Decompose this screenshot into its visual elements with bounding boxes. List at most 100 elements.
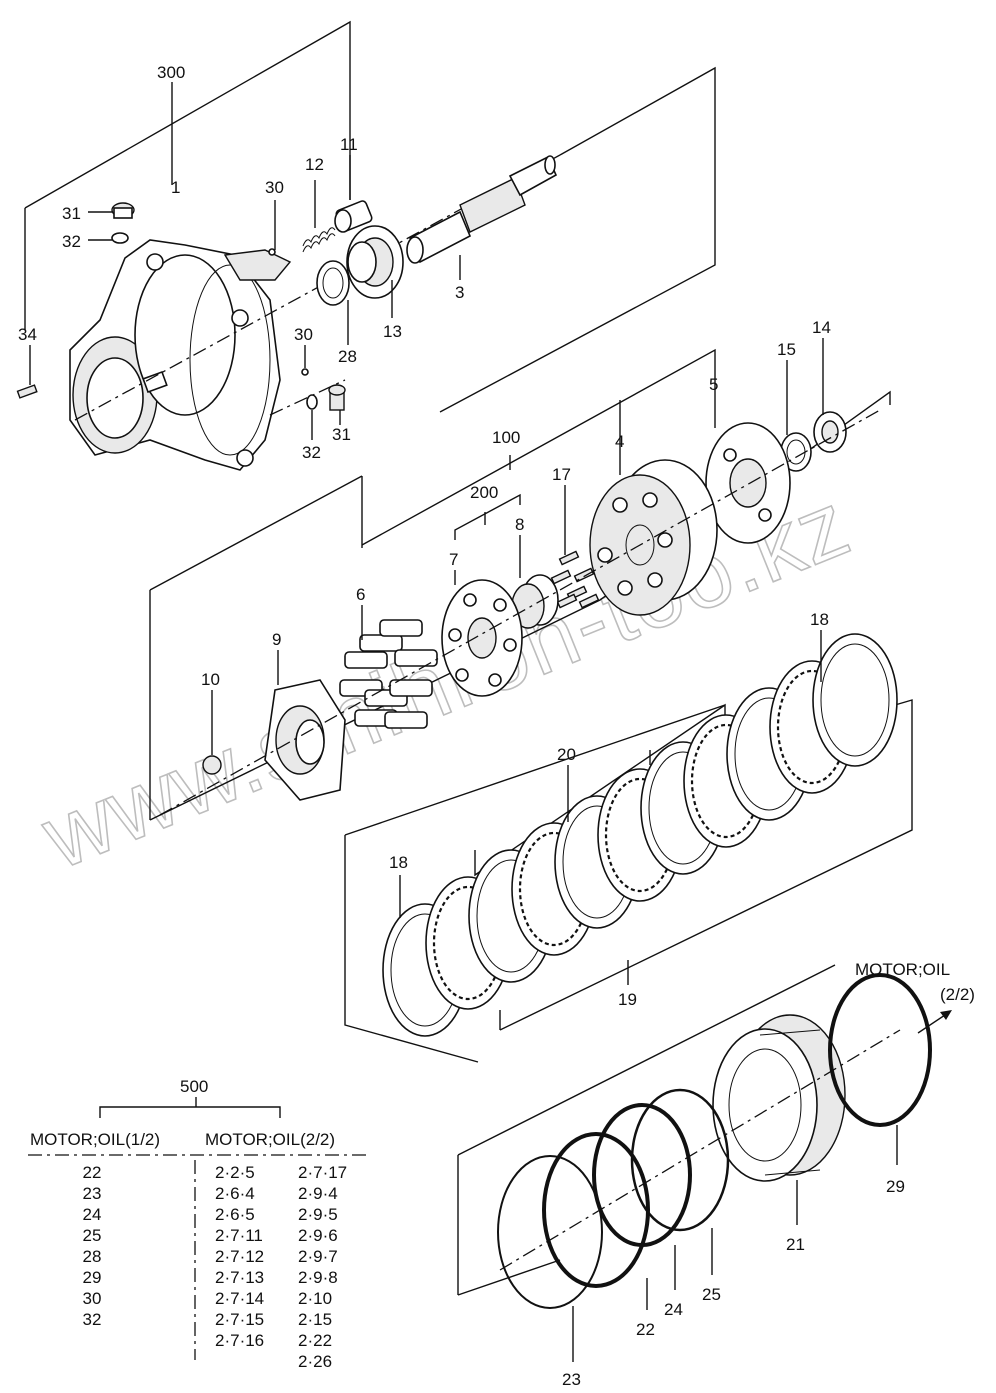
kit-table-cell: 25 xyxy=(83,1226,102,1245)
callout-31a: 31 xyxy=(62,204,81,223)
callout-24: 24 xyxy=(664,1300,683,1319)
kit-table-cell: 2·2·5 xyxy=(215,1163,255,1182)
pistons-6 xyxy=(339,619,438,729)
kit-table-cell: 22 xyxy=(83,1163,102,1182)
kit-table-cell: 2·7·17 xyxy=(298,1163,347,1182)
callout-9: 9 xyxy=(272,630,281,649)
callout-14: 14 xyxy=(812,318,831,337)
kit-table-cell: 2·7·16 xyxy=(215,1331,264,1350)
callout-motor-oil-page: (2/2) xyxy=(940,985,975,1004)
callout-25: 25 xyxy=(702,1285,721,1304)
callout-31b: 31 xyxy=(332,425,351,444)
callout-15: 15 xyxy=(777,340,796,359)
kit-table: 500 MOTOR;OIL(1/2) MOTOR;OIL(2/2) 22 23 24… xyxy=(28,1077,370,1371)
kit-table-cell: 30 xyxy=(83,1289,102,1308)
callout-30a: 30 xyxy=(265,178,284,197)
kit-table-cell: 2·10 xyxy=(298,1289,332,1308)
callout-20: 20 xyxy=(557,745,576,764)
seal-28 xyxy=(316,260,350,306)
ball-10 xyxy=(202,755,222,775)
callout-19: 19 xyxy=(618,990,637,1009)
callout-4: 4 xyxy=(615,432,624,451)
kit-table-cell: 2·26 xyxy=(298,1352,332,1371)
arrow-motor-oil xyxy=(917,1010,952,1034)
kit-table-cell: 29 xyxy=(83,1268,102,1287)
shaft-3 xyxy=(406,155,558,264)
callout-21: 21 xyxy=(786,1235,805,1254)
kit-table-cell: 23 xyxy=(83,1184,102,1203)
bearing-13 xyxy=(346,225,404,299)
callout-32a: 32 xyxy=(62,232,81,251)
kit-table-cell: 2·7·13 xyxy=(215,1268,264,1287)
callout-18a: 18 xyxy=(810,610,829,629)
kit-table-cell: 2·7·12 xyxy=(215,1247,264,1266)
friction-plates xyxy=(382,633,898,1037)
ring-29 xyxy=(828,973,932,1127)
callout-28: 28 xyxy=(338,347,357,366)
kit-table-cell: 32 xyxy=(83,1310,102,1329)
kit-table-cell: 24 xyxy=(83,1205,102,1224)
piston-21 xyxy=(712,1014,846,1182)
kit-table-cell: 2·7·14 xyxy=(215,1289,264,1308)
kit-table-title: 500 xyxy=(180,1077,208,1096)
callout-200: 200 xyxy=(470,483,498,502)
callout-10: 10 xyxy=(201,670,220,689)
callout-34: 34 xyxy=(18,325,37,344)
callout-18b: 18 xyxy=(389,853,408,872)
ring-25 xyxy=(630,1088,730,1232)
ring-22 xyxy=(542,1132,650,1288)
leader-lines xyxy=(29,155,898,1362)
kit-table-cell: 2·15 xyxy=(298,1310,332,1329)
callout-1: 1 xyxy=(171,178,180,197)
pins-17 xyxy=(550,550,600,609)
callout-30b: 30 xyxy=(294,325,313,344)
kit-table-cell: 2·7·15 xyxy=(215,1310,264,1329)
dash-axis-rotary xyxy=(159,409,881,816)
frame-plates xyxy=(344,699,913,1063)
plate-5 xyxy=(705,422,791,544)
spring-12 xyxy=(302,227,336,253)
swash-plate-9 xyxy=(264,679,346,801)
plug-31-top xyxy=(111,202,135,244)
bushing-11 xyxy=(334,200,373,233)
callout-labels: 300 1 11 12 30 31 32 34 3 13 28 30 31 32… xyxy=(18,63,975,1389)
kit-table-cell: 2·6·5 xyxy=(215,1205,255,1224)
callout-23: 23 xyxy=(562,1370,581,1389)
callout-22: 22 xyxy=(636,1320,655,1339)
retainer-plate-7 xyxy=(441,579,523,697)
kit-col1-header: MOTOR;OIL(1/2) xyxy=(30,1130,160,1149)
callout-29: 29 xyxy=(886,1177,905,1196)
callout-11: 11 xyxy=(340,135,358,154)
kit-col2-header: MOTOR;OIL(2/2) xyxy=(205,1130,335,1149)
callout-motor-oil: MOTOR;OIL xyxy=(855,960,950,979)
kit-table-cell: 2·9·8 xyxy=(298,1268,338,1287)
kit-table-cell: 2·9·7 xyxy=(298,1247,338,1266)
callout-300: 300 xyxy=(157,63,185,82)
dash-axis-lower xyxy=(499,1029,901,1271)
kit-table-cell: 2·9·6 xyxy=(298,1226,338,1245)
callout-5: 5 xyxy=(709,375,718,394)
callout-32b: 32 xyxy=(302,443,321,462)
friction-plate xyxy=(812,633,898,767)
callout-17: 17 xyxy=(552,465,571,484)
kit-table-cell: 2·7·11 xyxy=(215,1226,263,1245)
kit-col3: 2·7·17 2·9·4 2·9·5 2·9·6 2·9·7 2·9·8 2·10 2·15 2… xyxy=(298,1163,347,1371)
kit-col2: 2·2·5 2·6·4 2·6·5 2·7·11 2·7·12 2·7·13 2·7·14 2… xyxy=(215,1163,264,1350)
kit-table-cell: 2·9·5 xyxy=(298,1205,338,1224)
callout-3: 3 xyxy=(455,283,464,302)
callout-12: 12 xyxy=(305,155,324,174)
kit-col1: 22 23 24 25 28 29 30 32 xyxy=(83,1163,102,1329)
callout-13: 13 xyxy=(383,322,402,341)
parts-30-31-32 xyxy=(268,248,346,411)
ring-23 xyxy=(497,1155,603,1309)
callout-6: 6 xyxy=(356,585,365,604)
callout-100: 100 xyxy=(492,428,520,447)
callout-7: 7 xyxy=(449,550,458,569)
friction-plate-inner xyxy=(820,643,890,757)
kit-table-cell: 2·22 xyxy=(298,1331,332,1350)
kit-table-cell: 28 xyxy=(83,1247,102,1266)
pin-34 xyxy=(16,384,38,399)
kit-table-cell: 2·6·4 xyxy=(215,1184,255,1203)
kit-table-cell: 2·9·4 xyxy=(298,1184,338,1203)
